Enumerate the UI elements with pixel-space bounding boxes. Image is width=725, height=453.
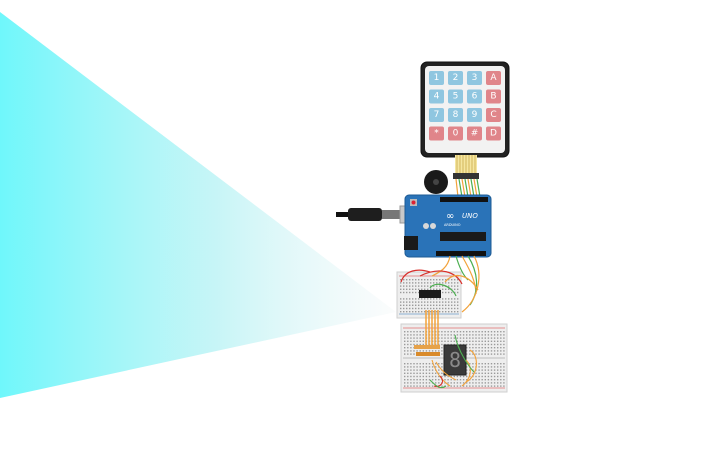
keypad-key-label: 8	[453, 110, 459, 120]
keypad-key-label: 3	[472, 73, 478, 83]
keypad-key-C[interactable]: C	[486, 108, 501, 122]
keypad-key-label: 0	[453, 129, 459, 139]
shift-register-ic[interactable]	[419, 290, 441, 298]
breadboard-large[interactable]	[400, 323, 508, 393]
keypad-key-0[interactable]: 0	[448, 126, 463, 141]
keypad-key-8[interactable]: 8	[448, 108, 463, 122]
keypad-key-*[interactable]: *	[429, 126, 444, 141]
resistor-array[interactable]	[414, 345, 440, 356]
keypad-4x4[interactable]: 1 2 3 A 4 5 6 B 7 8 9 C * 0 # D	[420, 61, 510, 179]
lower-jumper-wires	[429, 334, 477, 389]
power-jack	[404, 236, 418, 250]
keypad-key-label: D	[490, 129, 497, 139]
digital-header	[440, 197, 488, 202]
board-brand-label: ARDUINO	[444, 223, 461, 227]
keypad-key-label: C	[490, 110, 496, 120]
keypad-key-A[interactable]: A	[486, 71, 501, 85]
board-model-label: UNO	[462, 212, 478, 220]
keypad-key-label: #	[471, 129, 479, 139]
arduino-uno-board[interactable]: ∞ UNO ARDUINO	[404, 194, 492, 258]
atmega-chip	[440, 232, 486, 241]
board-logo-infinity: ∞	[446, 211, 454, 222]
keypad-key-#[interactable]: #	[467, 126, 482, 141]
jumper-wires	[400, 255, 480, 313]
keypad-key-6[interactable]: 6	[467, 89, 482, 104]
keypad-key-label: A	[490, 73, 497, 83]
keypad-ribbon-cable	[453, 155, 479, 179]
seven-segment-display[interactable]: 8	[443, 344, 467, 376]
keypad-key-7[interactable]: 7	[429, 108, 444, 122]
piezo-buzzer[interactable]	[424, 170, 448, 194]
keypad-key-4[interactable]: 4	[429, 89, 444, 104]
keypad-key-label: B	[490, 92, 496, 102]
power-analog-header	[436, 251, 486, 256]
keypad-key-label: 4	[434, 92, 440, 102]
keypad-key-label: 9	[472, 110, 478, 120]
seven-segment-digit: 8	[449, 348, 461, 372]
keypad-key-label: *	[434, 129, 439, 139]
keypad-key-1[interactable]: 1	[429, 71, 444, 85]
keypad-keys: 1 2 3 A 4 5 6 B 7 8 9 C * 0 # D	[429, 71, 501, 141]
resistor-wires	[425, 310, 439, 348]
keypad-key-label: 6	[472, 92, 478, 102]
keypad-key-B[interactable]: B	[486, 89, 501, 104]
keypad-key-5[interactable]: 5	[448, 89, 463, 104]
keypad-key-label: 1	[434, 73, 440, 83]
spotlight-beam	[0, 12, 396, 398]
keypad-key-label: 7	[434, 110, 440, 120]
keypad-key-9[interactable]: 9	[467, 108, 482, 122]
keypad-key-label: 5	[453, 92, 459, 102]
keypad-key-D[interactable]: D	[486, 126, 501, 141]
keypad-wires	[455, 178, 481, 198]
keypad-key-label: 2	[453, 73, 459, 83]
keypad-key-2[interactable]: 2	[448, 71, 463, 85]
keypad-key-3[interactable]: 3	[467, 71, 482, 85]
